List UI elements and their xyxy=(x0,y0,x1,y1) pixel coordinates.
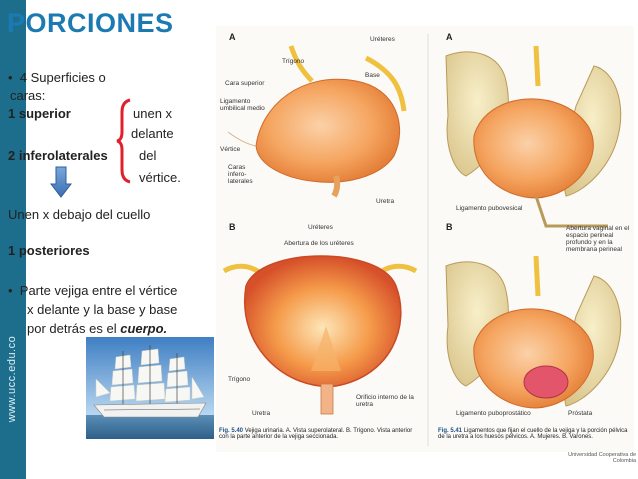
label-base: Base xyxy=(365,72,380,79)
label-prostata: Próstata xyxy=(568,410,593,417)
sidebar-band xyxy=(0,0,26,479)
down-arrow-icon xyxy=(50,166,72,198)
fig-left-caption-text: Vejiga urinaria. A. Vista superolateral.… xyxy=(219,428,413,440)
bullet-1-text: 4 Superficies o xyxy=(19,70,106,85)
bullet-1: • 4 Superficies o xyxy=(8,70,106,85)
fig-right-letter-a: A xyxy=(446,32,453,42)
bladder-anatomy-figures xyxy=(216,26,634,452)
brace-line-1: unen x xyxy=(133,106,173,121)
bullet-dot: • xyxy=(8,70,20,85)
label-cara-superior: Cara superior xyxy=(225,80,265,87)
bullet-1-cont: caras: xyxy=(10,88,46,103)
bullet-2-line3: por detrás es el cuerpo. xyxy=(27,321,167,336)
red-brace-icon xyxy=(116,98,131,184)
label-ureteres-a: Uréteres xyxy=(370,36,395,43)
label-vertice: Vértice xyxy=(220,146,241,153)
bullet-2: • Parte vejiga entre el vértice xyxy=(8,283,177,298)
label-abertura-ureteres: Abertura de los uréteres xyxy=(284,240,354,247)
cuerpo-emphasis: cuerpo. xyxy=(120,321,168,336)
label-orificio-interno: Orificio interno de la uretra xyxy=(356,394,414,408)
bullet-2-line2: x delante y la base y base xyxy=(27,302,178,317)
superior-label: 1 superior xyxy=(8,106,71,121)
fig-right-caption-text: Ligamentos que fijan el cuello de la vej… xyxy=(438,428,628,440)
below-neck-text: Unen x debajo del cuello xyxy=(8,207,151,222)
bullet-2-line1: Parte vejiga entre el vértice xyxy=(19,283,178,298)
label-uretra-b: Uretra xyxy=(252,410,271,417)
sailing-ship-image xyxy=(86,337,214,439)
brace-line-4: vértice. xyxy=(139,170,181,185)
slide-title: PORCIONES xyxy=(7,8,174,38)
label-ligamento-puboprostatico: Ligamento puboprostático xyxy=(456,410,531,417)
label-trigono-b: Trígono xyxy=(228,376,251,383)
label-uretra-a: Uretra xyxy=(376,198,395,205)
fig-right-caption: Fig. 5.41 Ligamentos que fijan el cuello… xyxy=(438,428,634,440)
bullet-dot: • xyxy=(8,283,20,298)
fig-left-letter-b: B xyxy=(229,222,236,232)
sidebar-url: www.ucc.edu.co xyxy=(6,335,18,423)
label-ligamento-umbilical: Ligamento umbilical medio xyxy=(220,98,265,112)
fig-left-letter-a: A xyxy=(229,32,236,42)
label-ligamento-pubovesical: Ligamento pubovesical xyxy=(456,205,523,212)
inferolateral-label: 2 inferolaterales xyxy=(8,148,108,163)
brace-line-3: del xyxy=(139,148,157,163)
bullet-2-line3-text: por detrás es el xyxy=(27,321,121,336)
fig-right-letter-b: B xyxy=(446,222,453,232)
fig-left-caption: Fig. 5.40 Vejiga urinaria. A. Vista supe… xyxy=(219,428,417,440)
fig-left-caption-num: Fig. 5.40 xyxy=(219,428,244,434)
posterior-label: 1 posteriores xyxy=(8,243,90,258)
university-stamp: Universidad Cooperativa de Colombia xyxy=(568,452,636,464)
label-trigono-a: Trígono xyxy=(282,58,305,65)
brace-line-2: delante xyxy=(131,126,174,141)
label-ureteres-b: Uréteres xyxy=(308,224,333,231)
label-caras-inferolaterales: Caras infero- laterales xyxy=(228,164,253,185)
fig-right-caption-num: Fig. 5.41 xyxy=(438,428,463,434)
label-abertura-vaginal: Abertura vaginal en el espacio perineal … xyxy=(566,225,630,253)
